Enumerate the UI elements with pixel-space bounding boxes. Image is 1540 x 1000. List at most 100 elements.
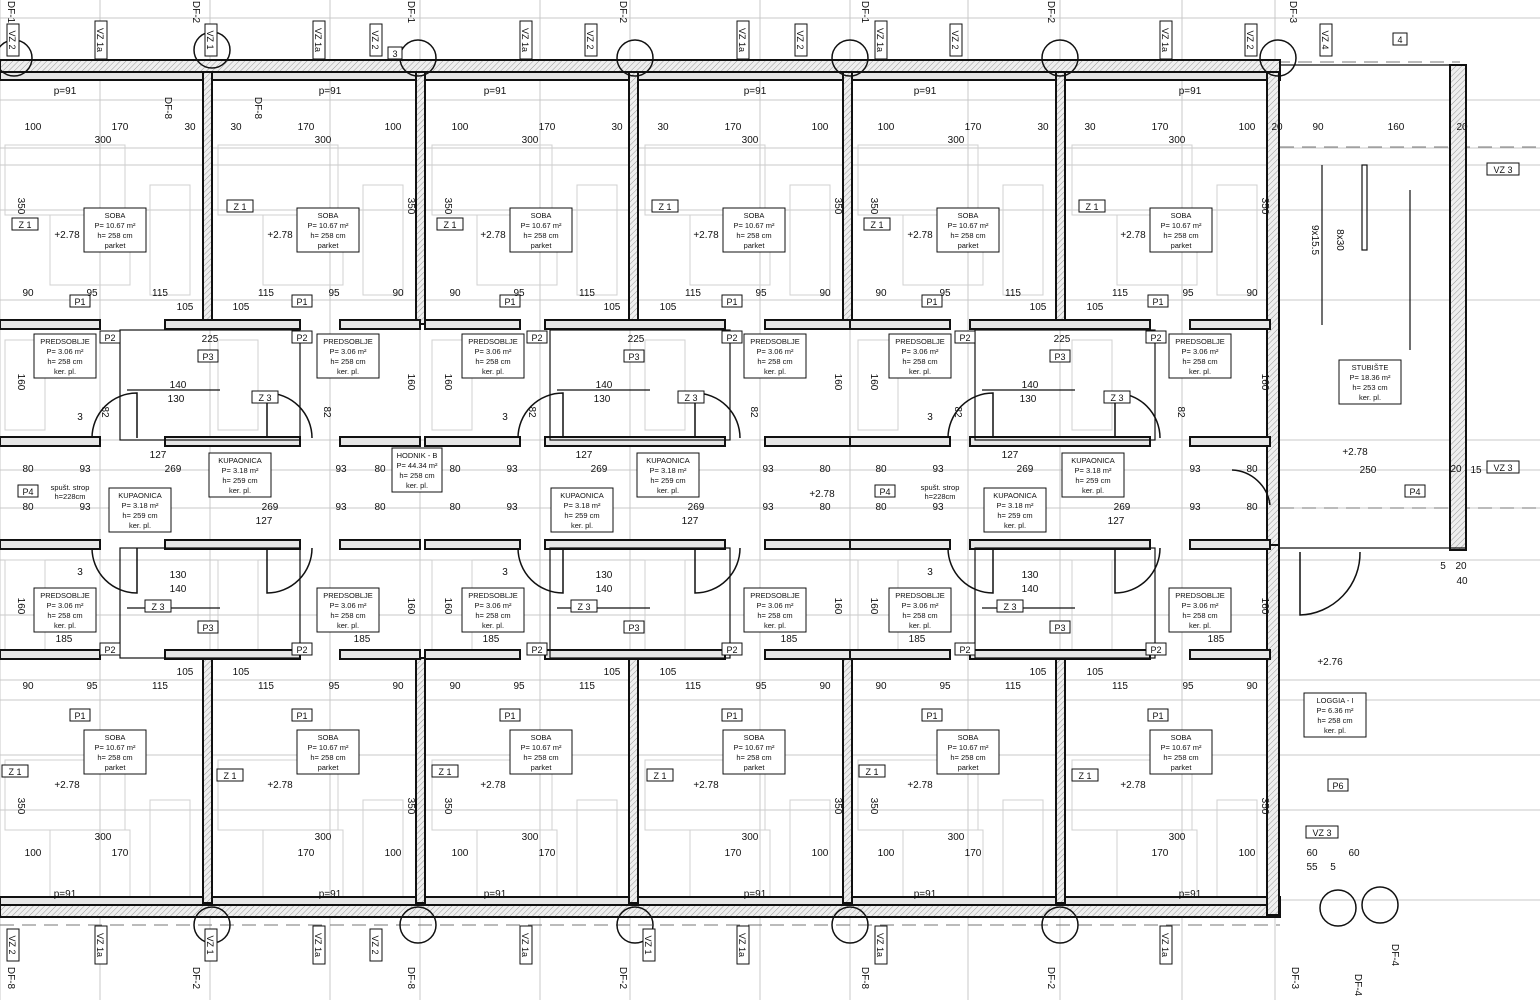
tag-label: P2 [959,333,970,343]
tag-label: VZ 1 [205,30,215,49]
room-height: h= 258 cm [902,611,937,620]
corridor-wall [764,319,851,330]
tag-label: P2 [1150,645,1161,655]
room-name: SOBA [318,733,339,742]
room-floor: ker. pl. [54,621,76,630]
dimension-label: 225 [202,334,219,345]
room-floor: ker. pl. [1004,521,1026,530]
dimension-label: 20 [1271,122,1283,133]
dimension-label: 170 [539,122,556,133]
dimension-label: 115 [685,681,701,692]
ceiling-note: spušt. strop [921,483,960,492]
tag-label: Z 1 [653,771,666,781]
dimension-label: 90 [1312,122,1324,133]
room-area: P= 18.36 m² [1349,373,1391,382]
dimension-label: 95 [939,288,951,299]
dimension-label: 90 [449,681,461,692]
corridor-wall [544,539,726,550]
room-name: KUPAONICA [118,491,162,500]
dimension-label: 127 [1002,450,1019,461]
dimension-label: 350 [405,198,416,215]
dimension-label: 20 [1456,122,1468,133]
tag-label: P6 [1332,781,1343,791]
tag-df2: DF-2 [617,967,628,990]
tag-label: Z 3 [151,602,164,612]
dimension-label: 30 [230,122,242,133]
level-mark: +2.76 [1317,657,1343,668]
corridor-wall [764,649,851,660]
room-height: h= 259 cm [564,511,599,520]
tag-label: VZ 2 [795,30,805,49]
dimension-label: 127 [256,516,273,527]
tag-label: P4 [22,487,33,497]
tag-vz1a: VZ 1a [519,925,533,965]
tag-p1: P1 [721,294,743,308]
tag-label: VZ 1 [205,935,215,954]
dimension-label: 100 [878,122,895,133]
room-height: h= 258 cm [736,753,771,762]
downpipe-circle [1361,886,1399,924]
dimension-label: 115 [1112,681,1128,692]
tag-label: VZ 2 [585,30,595,49]
dimension-label: 90 [392,681,404,692]
dimension-label: 105 [1030,302,1047,313]
tag-z1: Z 1 [1071,768,1099,782]
dimension-label: 350 [868,798,879,815]
dimension-label: 100 [25,848,42,859]
room-name: KUPAONICA [560,491,604,500]
tag-df2: DF-2 [617,1,628,24]
dimension-label: 30 [611,122,623,133]
room-name: PREDSOBLJE [40,591,90,600]
wardrobe [576,799,618,911]
dimension-label: 95 [1182,288,1194,299]
dimension-label: 250 [1360,465,1377,476]
room-floor: ker. pl. [1189,621,1211,630]
dimension-label: 80 [449,464,461,475]
closet [857,339,899,431]
room-area: P= 3.18 m² [1075,466,1112,475]
window-label: p=91 [914,889,937,900]
tag-p3: P3 [1049,620,1071,634]
room-floor: ker. pl. [1189,367,1211,376]
stair-handrail [1361,164,1368,251]
corridor-wall [764,539,851,550]
wardrobe [576,184,618,296]
level-mark: +2.78 [1342,447,1368,458]
door-number: 3 [77,412,83,423]
tag-p1: P1 [69,708,91,722]
partition-wall [628,657,639,904]
dimension-label: 93 [932,464,944,475]
loggia-wall [1266,544,1280,916]
corridor-wall [1189,436,1271,447]
dimension-label: 170 [112,848,129,859]
dimension-label: 93 [506,464,518,475]
room-area: P= 3.18 m² [650,466,687,475]
dimension-label: 80 [1246,502,1258,513]
room-name: SOBA [744,211,765,220]
corridor-wall [969,539,1151,550]
dimension-label: 269 [1114,502,1131,513]
tag-label: P2 [104,333,115,343]
dimension-label: 115 [685,288,701,299]
tag-label: Z 1 [865,767,878,777]
tag-label: P1 [296,711,307,721]
room-area: P= 3.06 m² [475,347,512,356]
dimension-label: 80 [374,464,386,475]
room-name: PREDSOBLJE [895,337,945,346]
tag-df4: DF-4 [1352,974,1363,997]
tag-label: VZ 1a [737,933,747,957]
dimension-label: 160 [405,374,416,391]
stair-dimension: 8x30 [1334,229,1345,251]
room-height: h= 258 cm [757,357,792,366]
downpipe-circle [831,39,869,77]
window-label: p=91 [744,86,767,97]
tag-df2: DF-2 [1045,967,1056,990]
level-mark: +2.78 [54,780,80,791]
dimension-label: 350 [405,798,416,815]
tag-vz2: VZ 2 [949,23,963,57]
